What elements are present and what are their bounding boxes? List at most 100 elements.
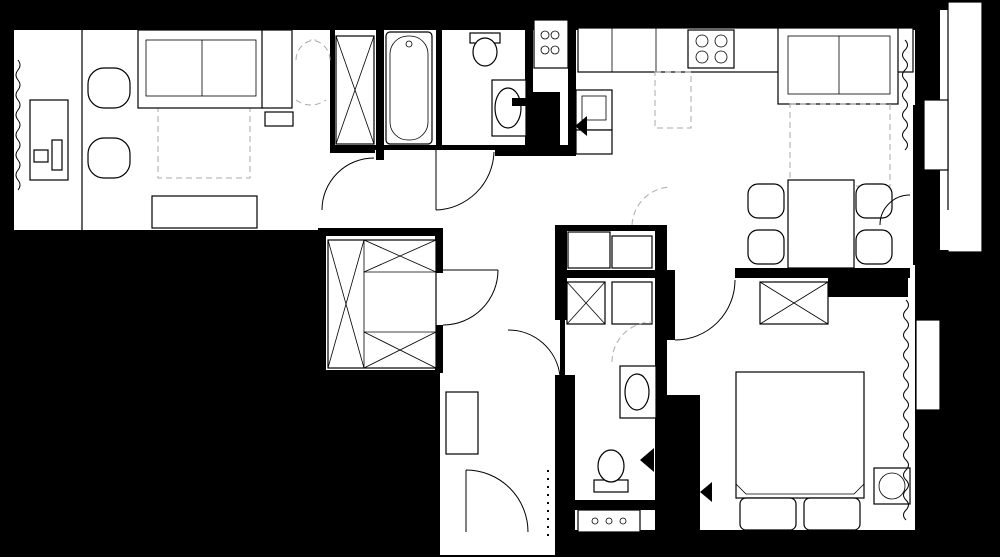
entry-door-swing[interactable]	[465, 469, 529, 533]
wall-wardrobe-left	[318, 228, 326, 373]
cooktop	[687, 29, 735, 69]
wardrobe-door-swing[interactable]	[442, 269, 499, 326]
utility-knob-3	[619, 517, 627, 525]
wash-basin	[494, 87, 522, 129]
wardrobe-cross-d	[363, 239, 437, 273]
sink-vent-icon	[575, 116, 587, 136]
balcony-end	[940, 210, 980, 250]
wall-bedroom-top	[735, 268, 910, 278]
lower-bath-glass-door[interactable]	[611, 321, 653, 363]
wall-lower-bath-top-left	[555, 225, 567, 320]
sink-basin	[581, 95, 607, 121]
wall-closet-bottom	[330, 145, 375, 153]
walls	[318, 28, 923, 555]
wall-wardrobe-top	[318, 228, 443, 236]
sink-cabinet	[575, 129, 613, 155]
sofa	[137, 29, 264, 109]
bedroom-curtain	[903, 299, 909, 521]
burner-icon-2	[714, 34, 728, 48]
dining-chair-4	[855, 229, 893, 265]
bedroom	[674, 279, 941, 531]
lower-shelf-2	[611, 235, 653, 269]
bath-door-swing[interactable]	[435, 151, 495, 211]
wall-lower-bath-top	[555, 225, 663, 231]
lower-shelf	[567, 231, 611, 269]
living-curtain	[15, 59, 21, 191]
balcony-window	[923, 99, 949, 171]
bedroom-closet-cross-b	[759, 281, 829, 325]
entrance	[445, 329, 561, 533]
wardrobe-unit	[327, 239, 437, 369]
wall-closet-bath	[376, 28, 384, 160]
wall-bedroom-pillar	[665, 395, 700, 535]
faucet-icon	[512, 98, 526, 106]
utility-knob-2	[605, 517, 613, 525]
closet-cross-b	[335, 35, 375, 145]
wardrobe	[327, 239, 499, 369]
wall-lower-bath-left	[555, 375, 575, 555]
wall-kitchen-left	[568, 28, 576, 156]
hall-bench	[445, 391, 479, 455]
bedroom-vent-icon	[700, 482, 712, 502]
bathtub	[385, 31, 433, 145]
glass-door-arc	[295, 99, 327, 106]
dining-chair-2	[747, 229, 785, 265]
radiator	[264, 111, 294, 127]
lower-toilet-bowl	[597, 449, 625, 483]
wall-wardrobe-right-top	[435, 228, 443, 273]
wardrobe-cross-f	[363, 331, 437, 369]
dining-chair-1	[747, 183, 785, 219]
kitchen-sofa	[777, 27, 899, 105]
vent-icon	[545, 110, 557, 130]
wall-bedroom-left-top	[665, 270, 675, 340]
bed-fold	[735, 483, 865, 495]
pillow-left	[739, 497, 797, 531]
kitchen-glass-door[interactable]	[631, 186, 671, 226]
bedroom-window	[915, 319, 941, 411]
sideboard	[151, 195, 258, 229]
lower-bath-door-swing[interactable]	[507, 329, 561, 377]
burner-icon-4	[714, 50, 728, 64]
wall-wardrobe-right-bottom	[435, 325, 443, 373]
tub-drain-icon	[405, 40, 413, 48]
kitchen	[575, 27, 914, 269]
media-box-icon	[33, 149, 49, 163]
pillow-right	[803, 497, 861, 531]
balcony-door-swing[interactable]	[879, 194, 911, 226]
hall-floor	[318, 150, 658, 230]
sofa-seat	[145, 39, 257, 97]
utility-knob-1	[591, 517, 599, 525]
bed	[735, 371, 865, 499]
armchair-top	[87, 67, 131, 109]
wall-bath-bedroom	[655, 225, 667, 535]
wall-bedroom-top-block	[828, 275, 908, 297]
closet-door-swing[interactable]	[321, 157, 375, 211]
side-cabinet	[261, 29, 293, 109]
lamp-icon	[878, 472, 906, 500]
dining-chair-3	[855, 183, 893, 219]
lower-storage-cross-b	[566, 281, 606, 325]
glass-door-left	[295, 39, 317, 61]
burner-icon-3	[695, 50, 709, 64]
toilet-bowl	[472, 37, 498, 67]
wall-closet-left	[330, 28, 335, 150]
living-window	[14, 46, 30, 196]
living-room	[14, 29, 331, 230]
washing-machine	[533, 19, 569, 69]
tv-icon	[51, 139, 63, 171]
corridor-floor	[440, 225, 560, 555]
wall-lower-bath-mid	[565, 270, 665, 278]
wall-stove-niche	[575, 500, 660, 510]
wardrobe-cross-b	[327, 239, 365, 369]
wall-wc-right	[525, 28, 533, 148]
burner-icon-1	[695, 34, 709, 48]
utility-panel	[577, 509, 641, 533]
kitchen-curtain	[902, 39, 908, 151]
bathtub-basin	[389, 35, 429, 141]
washer-knob-2	[550, 30, 560, 40]
bedroom-door-swing[interactable]	[674, 279, 736, 341]
top-closet	[335, 35, 375, 145]
armchair-bottom	[87, 137, 131, 179]
dining-table	[787, 179, 855, 269]
